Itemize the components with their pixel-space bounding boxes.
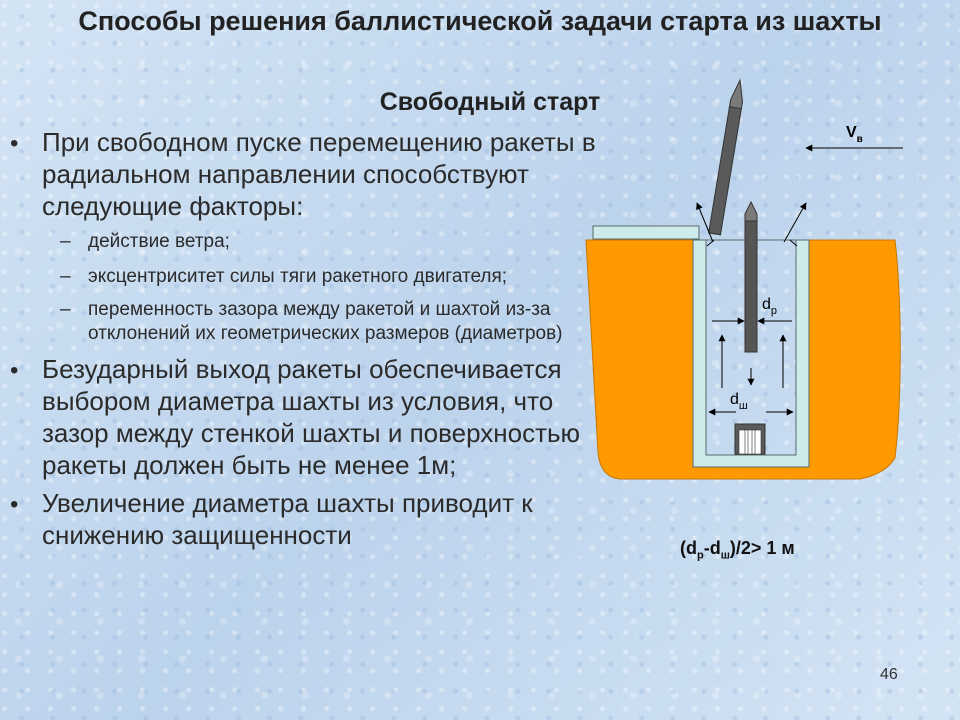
sub-bullet-text: переменность зазора между ракетой и шахт… (88, 299, 563, 344)
rocket-diameter-label: dр (762, 296, 777, 317)
bullet-icon: • (10, 130, 19, 157)
silo-wall (692, 239, 810, 468)
bullet-item: • Безударный выход ракеты обеспечивается… (0, 353, 600, 481)
sub-bullet-text: действие ветра; (88, 231, 230, 252)
rocket-in-silo (744, 200, 758, 353)
dash-icon: – (60, 266, 71, 287)
bullet-text: Безударный выход ракеты обеспечивается в… (42, 354, 581, 480)
sub-bullet-item: – эксцентриситет силы тяги ракетного дви… (0, 265, 600, 289)
launch-pad (734, 423, 766, 455)
wind-label: Vв (846, 124, 863, 145)
dash-icon: – (60, 231, 71, 252)
bullet-text: Увеличение диаметра шахты приводит к сни… (42, 488, 533, 550)
bullet-icon: • (10, 357, 19, 384)
silo-diameter-label: dш (730, 391, 748, 412)
gap-formula: (dр-dш)/2> 1 м (680, 538, 795, 562)
sub-bullet-item: – переменность зазора между ракетой и ша… (0, 298, 600, 346)
sub-bullet-item: – действие ветра; (0, 230, 600, 254)
slide-title: Способы решения баллистической задачи ст… (78, 6, 882, 36)
page-number: 46 (880, 666, 898, 683)
ground (585, 239, 901, 480)
slide-subtitle: Свободный старт (379, 88, 601, 116)
bullet-icon: • (10, 491, 19, 518)
sub-bullet-text: эксцентриситет силы тяги ракетного двига… (88, 266, 508, 287)
bullet-list: • При свободном пуске перемещению ракеты… (0, 126, 600, 551)
bullet-item: • Увеличение диаметра шахты приводит к с… (0, 487, 600, 551)
departing-rocket (708, 78, 743, 236)
bullet-item: • При свободном пуске перемещению ракеты… (0, 126, 600, 222)
silo-diagram: dр dш Vв (585, 78, 903, 480)
gas-flow-arrows (696, 202, 807, 388)
silo-lid (592, 225, 700, 240)
dash-icon: – (60, 299, 71, 320)
bullet-text: При свободном пуске перемещению ракеты в… (42, 127, 596, 221)
